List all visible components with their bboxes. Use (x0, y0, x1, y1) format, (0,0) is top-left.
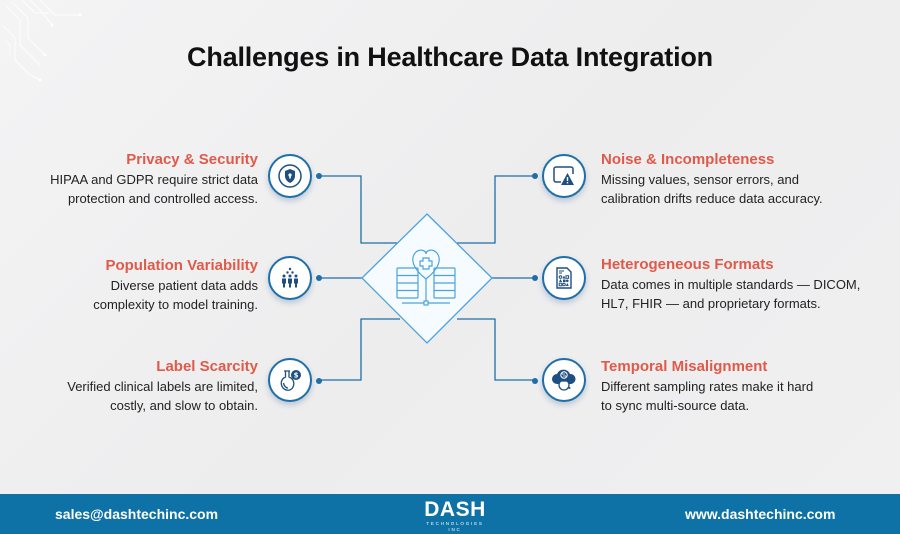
infographic-canvas: Challenges in Healthcare Data Integratio… (1, 0, 900, 415)
description-line: complexity to model training. (93, 297, 258, 312)
flask-dollar-icon: $ (280, 370, 301, 391)
screen-warning-icon (553, 166, 574, 185)
challenge-label-scarcity: Label Scarcity Verified clinical labels … (8, 357, 258, 415)
logo-sub-text: TECHNOLOGIES INC (426, 521, 484, 532)
challenge-heading: Temporal Misalignment (601, 358, 768, 375)
email-link[interactable]: sales@dashtechinc.com (55, 506, 219, 522)
people-group-icon (282, 267, 298, 288)
noise-icon-circle (542, 154, 586, 198)
challenge-description: Data comes in multiple standards — DICOM… (601, 275, 900, 313)
challenge-heading: Noise & Incompleteness (601, 151, 775, 168)
description-line: calibration drifts reduce data accuracy. (601, 191, 823, 206)
description-line: Data comes in multiple standards — DICOM… (601, 277, 861, 292)
shield-lock-icon (278, 164, 302, 188)
population-icon-circle (268, 256, 312, 300)
challenge-description: Different sampling rates make it hard to… (601, 377, 900, 415)
circuit-decoration (1, 0, 82, 82)
description-line: Missing values, sensor errors, and (601, 172, 799, 187)
challenge-heading: Label Scarcity (156, 358, 258, 375)
challenge-heading: Heterogeneous Formats (601, 256, 774, 273)
challenge-temporal-misalignment: Temporal Misalignment Different sampling… (601, 357, 900, 415)
description-line: to sync multi-source data. (601, 398, 750, 413)
cloud-sync-icon: % (552, 369, 576, 391)
logo-main-text: DASH (424, 498, 486, 521)
challenge-description: Diverse patient data adds complexity to … (8, 276, 258, 314)
footer-bar: sales@dashtechinc.com DASH TECHNOLOGIES … (0, 494, 900, 534)
description-line: HL7, FHIR — and proprietary formats. (601, 296, 821, 311)
description-line: Different sampling rates make it hard (601, 379, 814, 394)
challenge-heterogeneous-formats: Heterogeneous Formats Data comes in mult… (601, 255, 900, 313)
label-scarcity-icon-circle: $ (268, 358, 312, 402)
dash-logo: DASH TECHNOLOGIES INC (420, 498, 490, 533)
description-line: Verified clinical labels are limited, (67, 379, 258, 394)
challenge-description: HIPAA and GDPR require strict data prote… (8, 170, 258, 208)
description-line: costly, and slow to obtain. (110, 398, 258, 413)
challenge-population-variability: Population Variability Diverse patient d… (8, 256, 258, 314)
challenge-description: Verified clinical labels are limited, co… (8, 377, 258, 415)
description-line: Diverse patient data adds (110, 278, 258, 293)
challenge-heading: Population Variability (105, 257, 258, 274)
healthcare-data-servers-heart-icon (396, 249, 456, 306)
privacy-icon-circle (268, 154, 312, 198)
description-line: HIPAA and GDPR require strict data (50, 172, 258, 187)
svg-text:%: % (562, 373, 567, 379)
formats-icon-circle (542, 256, 586, 300)
challenge-heading: Privacy & Security (126, 151, 258, 168)
description-line: protection and controlled access. (67, 191, 258, 206)
challenge-noise-incompleteness: Noise & Incompleteness Missing values, s… (601, 150, 900, 208)
document-shapes-icon (556, 267, 572, 289)
website-link[interactable]: www.dashtechinc.com (685, 506, 836, 522)
temporal-icon-circle: % (542, 358, 586, 402)
challenge-privacy-security: Privacy & Security HIPAA and GDPR requir… (8, 150, 258, 208)
connector-lines (316, 173, 538, 384)
challenge-description: Missing values, sensor errors, and calib… (601, 170, 900, 208)
svg-text:$: $ (294, 372, 299, 380)
page-title: Challenges in Healthcare Data Integratio… (187, 42, 713, 72)
